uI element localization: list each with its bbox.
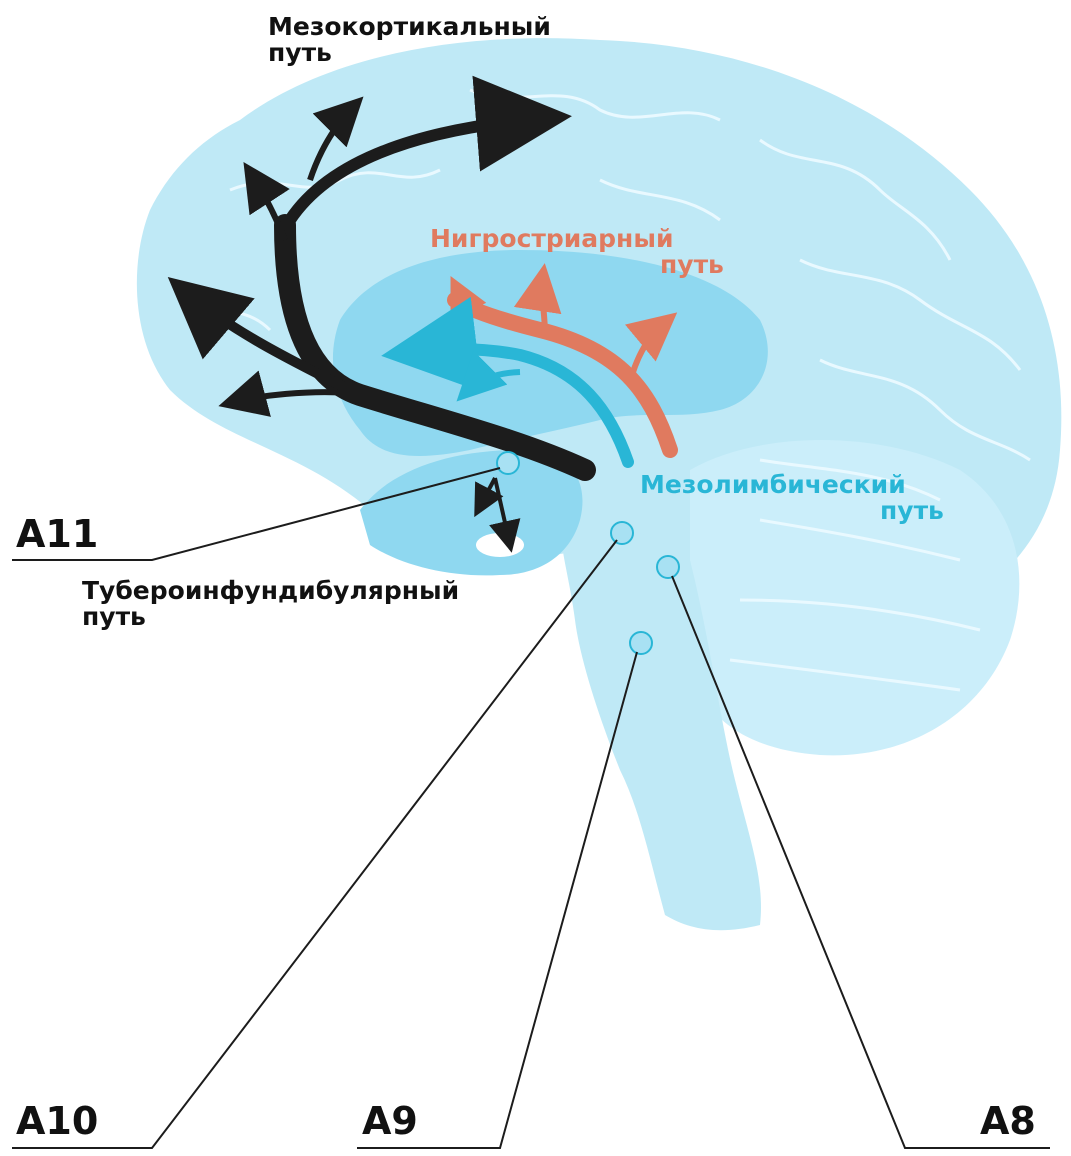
- label-tuberoinfundibular-line2: путь: [82, 604, 459, 630]
- nucleus-a8-dot: [657, 556, 679, 578]
- nucleus-a10-dot: [611, 522, 633, 544]
- label-mesocortical: Мезокортикальный путь: [268, 14, 551, 67]
- nucleus-a11-dot: [497, 452, 519, 474]
- nigrostriatal-branch-2: [542, 275, 545, 335]
- leader-a9: [357, 652, 637, 1148]
- label-nigrostriatal-line1: Нигростриарный: [430, 226, 724, 252]
- label-nigrostriatal-line2: путь: [430, 252, 724, 278]
- label-a10: A10: [16, 1102, 98, 1142]
- label-mesocortical-line2: путь: [268, 40, 551, 66]
- label-tuberoinfundibular-line1: Тубероинфундибулярный: [82, 578, 459, 604]
- label-mesolimbic-line1: Мезолимбический: [640, 472, 944, 498]
- label-a9: A9: [362, 1102, 418, 1142]
- label-a8: A8: [980, 1102, 1036, 1142]
- label-mesolimbic: Мезолимбический путь: [640, 472, 944, 525]
- leader-a10: [12, 540, 617, 1148]
- label-a11: A11: [16, 515, 98, 555]
- label-mesolimbic-line2: путь: [640, 498, 944, 524]
- label-mesocortical-line1: Мезокортикальный: [268, 14, 551, 40]
- label-nigrostriatal: Нигростриарный путь: [430, 226, 724, 279]
- nucleus-a9-dot: [630, 632, 652, 654]
- label-tuberoinfundibular: Тубероинфундибулярный путь: [82, 578, 459, 631]
- pituitary-gland: [476, 533, 524, 557]
